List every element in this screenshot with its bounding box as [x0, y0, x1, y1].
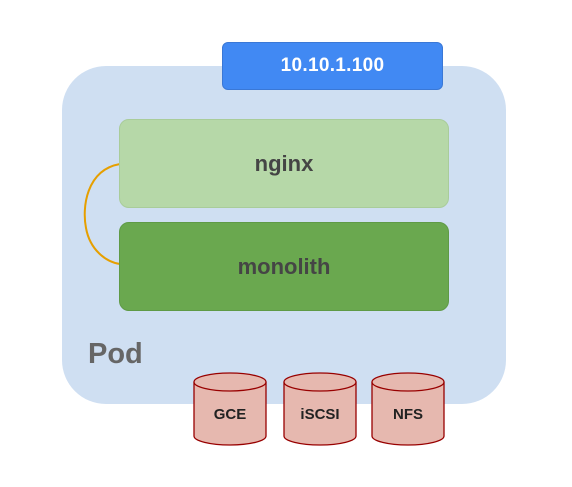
- volume-gce: GCE: [193, 372, 267, 446]
- container-monolith: monolith: [119, 222, 449, 311]
- pod-ip-address: 10.10.1.100: [222, 42, 443, 90]
- volume-nfs: NFS: [371, 372, 445, 446]
- container-nginx: nginx: [119, 119, 449, 208]
- volume-label: GCE: [213, 406, 247, 423]
- pod-label: Pod: [88, 338, 143, 370]
- volume-label: NFS: [393, 406, 423, 423]
- volume-iscsi: iSCSI: [283, 372, 357, 446]
- volume-label: iSCSI: [300, 406, 340, 423]
- cylinder-icon: [193, 372, 267, 446]
- container-link-connector: [83, 163, 121, 265]
- cylinder-icon: [371, 372, 445, 446]
- cylinder-icon: [283, 372, 357, 446]
